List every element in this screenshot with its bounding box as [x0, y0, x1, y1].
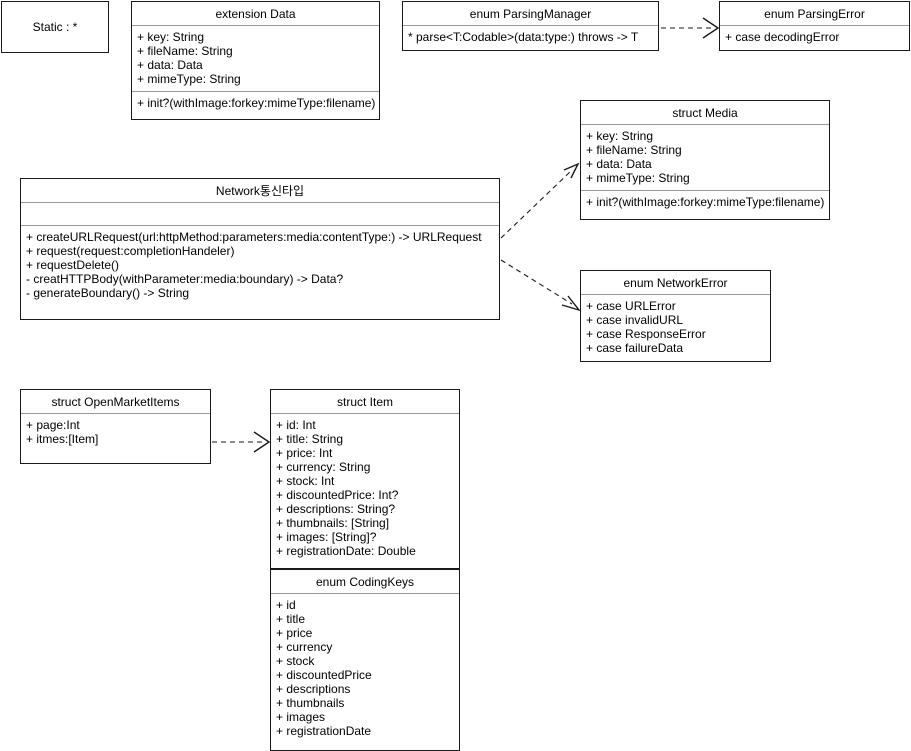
- attribute-row: + title: String: [276, 432, 344, 446]
- edge-parsing-manager-to-parsing-error: [661, 17, 720, 39]
- methods-compartment: + init?(withImage:forkey:mimeType:filena…: [581, 190, 829, 214]
- cases-compartment: + id + title + price + currency + stock …: [271, 593, 459, 743]
- attribute-row: + key: String: [586, 129, 654, 143]
- case-row: + registrationDate: [276, 724, 372, 738]
- attribute-row: + page:Int: [26, 418, 80, 432]
- attribute-row: + itmes:[Item]: [26, 432, 99, 446]
- method-row: * parse<T:Codable>(data:type:) throws ->…: [408, 30, 639, 44]
- case-row: + descriptions: [276, 682, 351, 696]
- attribute-row: + registrationDate: Double: [276, 544, 416, 558]
- class-title: struct Media: [672, 106, 738, 120]
- methods-compartment: * parse<T:Codable>(data:type:) throws ->…: [403, 25, 658, 49]
- class-title: enum NetworkError: [623, 276, 728, 290]
- class-box-item: struct Item + id: Int + title: String + …: [270, 389, 460, 569]
- methods-compartment: + createURLRequest(url:httpMethod:parame…: [21, 225, 499, 305]
- method-row: + request(request:completionHandeler): [26, 244, 235, 258]
- methods-compartment: + init?(withImage:forkey:mimeType:filena…: [132, 91, 379, 115]
- case-row: + discountedPrice: [276, 668, 372, 682]
- attributes-compartment: + id: Int + title: String + price: Int +…: [271, 413, 459, 563]
- attribute-row: + mimeType: String: [586, 171, 690, 185]
- attribute-row: + discountedPrice: Int?: [276, 488, 399, 502]
- case-row: + case ResponseError: [586, 327, 706, 341]
- method-row: - creatHTTPBody(withParameter:media:boun…: [26, 272, 344, 286]
- class-title: struct Item: [336, 395, 393, 409]
- attribute-row: + currency: String: [276, 460, 371, 474]
- case-row: + price: [276, 626, 313, 640]
- method-row: + init?(withImage:forkey:mimeType:filena…: [137, 96, 376, 110]
- case-row: + title: [276, 612, 306, 626]
- class-box-coding-keys: enum CodingKeys + id + title + price + c…: [270, 569, 460, 751]
- method-row: + init?(withImage:forkey:mimeType:filena…: [586, 195, 825, 209]
- attribute-row: + descriptions: String?: [276, 502, 396, 516]
- case-row: + thumbnails: [276, 696, 345, 710]
- class-title: enum CodingKeys: [315, 575, 415, 589]
- class-box-media: struct Media + key: String + fileName: S…: [580, 100, 830, 220]
- attributes-compartment: + page:Int + itmes:[Item]: [21, 413, 210, 451]
- case-row: + currency: [276, 640, 333, 654]
- case-row: + images: [276, 710, 326, 724]
- class-box-parsing-manager: enum ParsingManager * parse<T:Codable>(d…: [402, 1, 659, 51]
- attribute-row: + stock: Int: [276, 474, 335, 488]
- method-row: + requestDelete(): [26, 258, 120, 272]
- attribute-row: + fileName: String: [137, 44, 233, 58]
- attributes-compartment: + key: String + fileName: String + data:…: [581, 124, 829, 190]
- attribute-row: + data: Data: [137, 58, 203, 72]
- class-title: enum ParsingError: [764, 7, 865, 21]
- attribute-row: + thumbnails: [String]: [276, 516, 390, 530]
- method-row: + createURLRequest(url:httpMethod:parame…: [26, 230, 482, 244]
- attributes-compartment: + key: String + fileName: String + data:…: [132, 25, 379, 91]
- class-box-network-error: enum NetworkError + case URLError + case…: [580, 270, 771, 362]
- attribute-row: + id: Int: [276, 418, 316, 432]
- attribute-row: + price: Int: [276, 446, 333, 460]
- case-row: + stock: [276, 654, 315, 668]
- case-row: + case failureData: [586, 341, 684, 355]
- class-title: struct OpenMarketItems: [51, 395, 180, 409]
- static-note-label: Static : *: [32, 20, 78, 34]
- case-row: + case invalidURL: [586, 313, 684, 327]
- class-box-extension-data: extension Data + key: String + fileName:…: [131, 1, 380, 120]
- class-box-parsing-error: enum ParsingError + case decodingError: [719, 1, 910, 51]
- method-row: - generateBoundary() -> String: [26, 286, 190, 300]
- class-box-network: Network통신타입 + createURLRequest(url:httpM…: [20, 178, 500, 320]
- class-title: extension Data: [215, 7, 296, 21]
- attribute-row: + mimeType: String: [137, 72, 241, 86]
- cases-compartment: + case decodingError: [720, 25, 909, 49]
- attributes-compartment: [21, 202, 499, 225]
- attribute-row: + fileName: String: [586, 143, 682, 157]
- case-row: + case URLError: [586, 299, 676, 313]
- edge-open-market-items-to-item: [212, 431, 271, 453]
- cases-compartment: + case URLError + case invalidURL + case…: [581, 294, 770, 360]
- class-title: Network통신타입: [215, 184, 305, 198]
- edge-network-to-network-error: [500, 259, 581, 312]
- case-row: + id: [276, 598, 296, 612]
- static-note-box: Static : *: [1, 1, 109, 53]
- edge-network-to-media: [500, 162, 580, 239]
- attribute-row: + images: [String]?: [276, 530, 377, 544]
- class-box-open-market-items: struct OpenMarketItems + page:Int + itme…: [20, 389, 211, 464]
- class-title: enum ParsingManager: [469, 7, 592, 21]
- case-row: + case decodingError: [725, 30, 840, 44]
- attribute-row: + data: Data: [586, 157, 652, 171]
- attribute-row: + key: String: [137, 30, 205, 44]
